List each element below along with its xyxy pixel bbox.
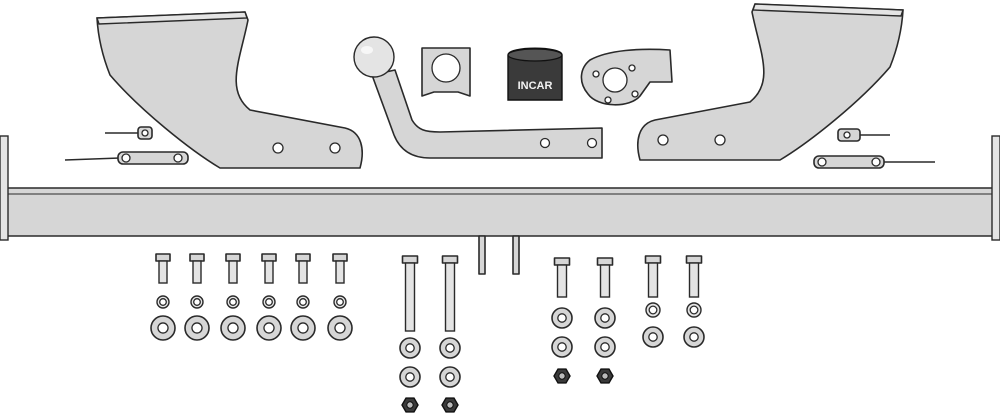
right-mounting-bracket	[637, 3, 904, 161]
bolt	[685, 255, 703, 298]
hex-nut	[596, 368, 614, 384]
long-bolt-set	[399, 255, 461, 413]
hex-nut	[401, 397, 419, 413]
washer	[184, 315, 210, 341]
socket-mount-plate	[421, 47, 471, 97]
tow-ball	[353, 36, 395, 78]
right-cage-nuts	[813, 128, 935, 169]
bolt	[553, 257, 571, 298]
hex-nut	[441, 397, 459, 413]
crossbar-tab	[512, 235, 520, 275]
main-crossbar	[0, 135, 1000, 275]
bolt	[401, 255, 419, 332]
spring-washer	[686, 302, 702, 318]
washer	[551, 307, 573, 329]
arm-hole	[539, 137, 551, 149]
small-bolt-set	[150, 253, 353, 341]
bracket-hole	[714, 134, 726, 146]
spring-washer	[296, 295, 310, 309]
left-cage-nuts	[64, 126, 189, 165]
electrical-socket-bracket	[580, 48, 673, 106]
spring-washer	[645, 302, 661, 318]
crossbar-end-plate	[0, 135, 9, 241]
washer	[290, 315, 316, 341]
washer	[594, 336, 616, 358]
bolt	[644, 255, 662, 298]
left-mounting-bracket	[96, 11, 363, 169]
washer	[683, 326, 705, 348]
washer	[220, 315, 246, 341]
arm-hole	[586, 137, 598, 149]
bolt	[441, 255, 459, 332]
washer	[439, 337, 461, 359]
spring-washer	[226, 295, 240, 309]
washer	[327, 315, 353, 341]
cap-brand-label: INCAR	[518, 80, 553, 92]
tow-ball-cap: INCAR	[507, 47, 563, 101]
bolt	[596, 257, 614, 298]
spring-washer	[262, 295, 276, 309]
washer	[150, 315, 176, 341]
bolt	[332, 253, 348, 284]
bolt	[295, 253, 311, 284]
washer	[399, 366, 421, 388]
bolt	[189, 253, 205, 284]
spring-washer	[333, 295, 347, 309]
bracket-hole	[329, 142, 341, 154]
bracket-hole	[657, 134, 669, 146]
bracket-hole	[272, 142, 284, 154]
crossbar-end-plate	[991, 135, 1000, 241]
washer	[594, 307, 616, 329]
bolt	[225, 253, 241, 284]
spring-washer	[156, 295, 170, 309]
crossbar-tab	[478, 235, 486, 275]
spring-washer-bolt-set	[642, 255, 705, 348]
bolt	[155, 253, 171, 284]
washer	[551, 336, 573, 358]
bolt	[261, 253, 277, 284]
spring-washer	[190, 295, 204, 309]
hex-nut	[553, 368, 571, 384]
washer	[256, 315, 282, 341]
washer	[399, 337, 421, 359]
washer	[439, 366, 461, 388]
tow-ball-arm	[353, 36, 603, 159]
washer	[642, 326, 664, 348]
medium-bolt-set	[551, 257, 616, 384]
